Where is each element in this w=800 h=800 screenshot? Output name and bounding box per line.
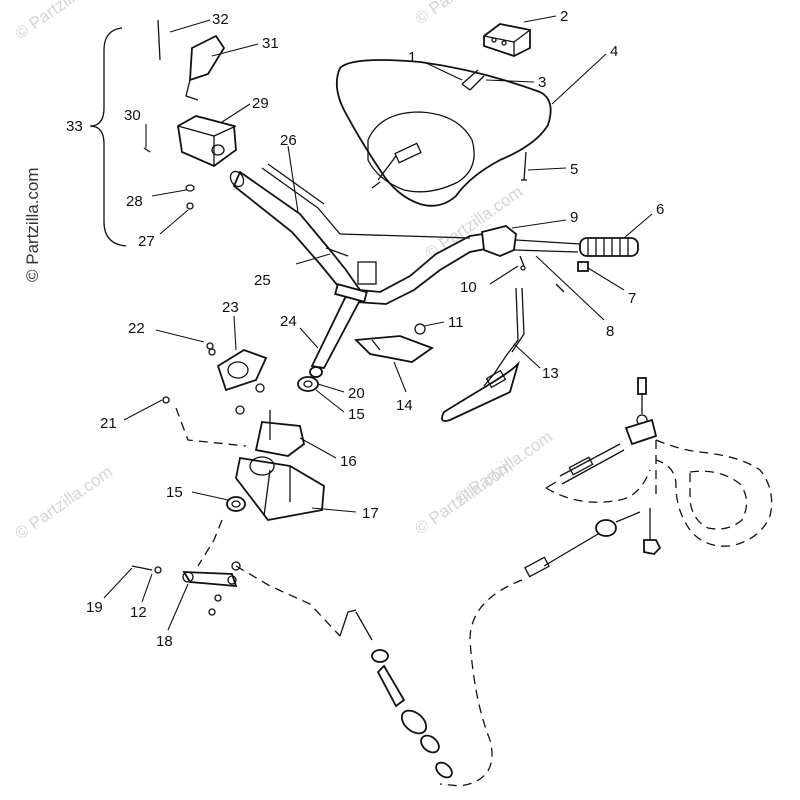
callout-20: 20 bbox=[348, 385, 365, 402]
callout-16: 16 bbox=[340, 453, 357, 470]
lower-bushing bbox=[226, 496, 246, 512]
engine-outline-dashed bbox=[545, 439, 773, 547]
switch-housing bbox=[483, 23, 531, 57]
callout-7: 7 bbox=[628, 290, 636, 307]
callout-21: 21 bbox=[100, 415, 117, 432]
callout-17: 17 bbox=[362, 505, 379, 522]
callout-28: 28 bbox=[126, 193, 143, 210]
callout-18: 18 bbox=[156, 633, 173, 650]
support-bracket bbox=[235, 410, 325, 521]
callout-labels: 32 31 33 30 29 28 27 26 25 1 2 3 4 5 9 6… bbox=[66, 8, 664, 650]
callout-33: 33 bbox=[66, 118, 83, 135]
bottom-cable-assembly bbox=[439, 508, 662, 787]
callout-9: 9 bbox=[570, 209, 578, 226]
throttle-housing bbox=[481, 225, 581, 257]
callout-30: 30 bbox=[124, 107, 141, 124]
callout-14: 14 bbox=[396, 397, 413, 414]
callout-5: 5 bbox=[570, 161, 578, 178]
link-dashed-lines bbox=[175, 407, 247, 567]
callout-19: 19 bbox=[86, 599, 103, 616]
leader-lines bbox=[103, 15, 653, 631]
steering-cable-lower bbox=[235, 565, 453, 779]
kill-switch-tether bbox=[354, 287, 525, 422]
group-brace bbox=[89, 27, 127, 247]
callout-31: 31 bbox=[262, 35, 279, 52]
callout-29: 29 bbox=[252, 95, 269, 112]
callout-26: 26 bbox=[280, 132, 297, 149]
callout-4: 4 bbox=[610, 43, 618, 60]
throttle-screws bbox=[519, 255, 565, 293]
callout-22: 22 bbox=[128, 320, 145, 337]
small-hardware bbox=[162, 342, 214, 404]
callout-15-upper: 15 bbox=[348, 406, 365, 423]
callout-11: 11 bbox=[448, 314, 464, 331]
callout-2: 2 bbox=[560, 8, 568, 25]
bearing-flange bbox=[208, 348, 268, 415]
callout-27: 27 bbox=[138, 233, 155, 250]
hand-grip bbox=[577, 237, 639, 272]
callout-8: 8 bbox=[606, 323, 614, 340]
callout-24: 24 bbox=[280, 313, 297, 330]
watermark-vertical: © Partzilla.com bbox=[23, 167, 42, 282]
pitman-arm bbox=[131, 561, 241, 616]
callout-6: 6 bbox=[656, 201, 664, 218]
callout-10: 10 bbox=[460, 279, 477, 296]
steering-column bbox=[310, 283, 368, 369]
callout-1: 1 bbox=[408, 49, 416, 66]
callout-12: 12 bbox=[130, 604, 147, 621]
callout-23: 23 bbox=[222, 299, 239, 316]
upper-bushing bbox=[297, 366, 323, 392]
callout-25: 25 bbox=[254, 272, 271, 289]
callout-15-lower: 15 bbox=[166, 484, 183, 501]
handlebar-pad bbox=[335, 59, 552, 207]
callout-3: 3 bbox=[538, 74, 546, 91]
callout-32: 32 bbox=[212, 11, 229, 28]
callout-13: 13 bbox=[542, 365, 559, 382]
pad-screw bbox=[521, 151, 527, 181]
group-33-parts bbox=[143, 19, 237, 210]
watermark-mid-left: © Partzilla.com bbox=[11, 462, 116, 543]
watermark-top-left: © Partzilla.com bbox=[11, 0, 116, 43]
tie-rod-end bbox=[545, 377, 658, 489]
watermark-right: © Partzilla.com bbox=[451, 427, 556, 508]
pad-connector bbox=[461, 69, 485, 91]
